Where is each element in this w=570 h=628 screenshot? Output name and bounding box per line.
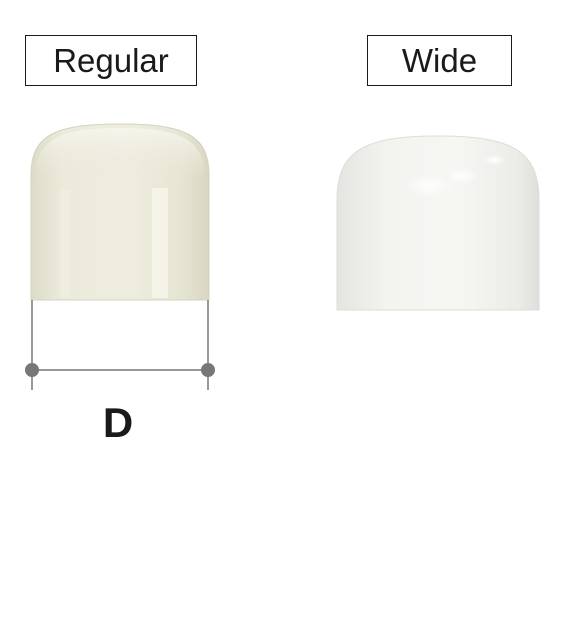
wide-cap <box>336 135 540 311</box>
regular-cap <box>30 123 210 301</box>
wide-label-box: Wide <box>367 35 512 86</box>
dimension-left-dot <box>25 363 39 377</box>
dimension-letter: D <box>102 399 134 446</box>
dimension-marker <box>25 300 215 390</box>
regular-label: Regular <box>53 42 169 79</box>
regular-label-box: Regular <box>25 35 197 86</box>
wide-label: Wide <box>401 42 478 79</box>
dimension-right-dot <box>201 363 215 377</box>
